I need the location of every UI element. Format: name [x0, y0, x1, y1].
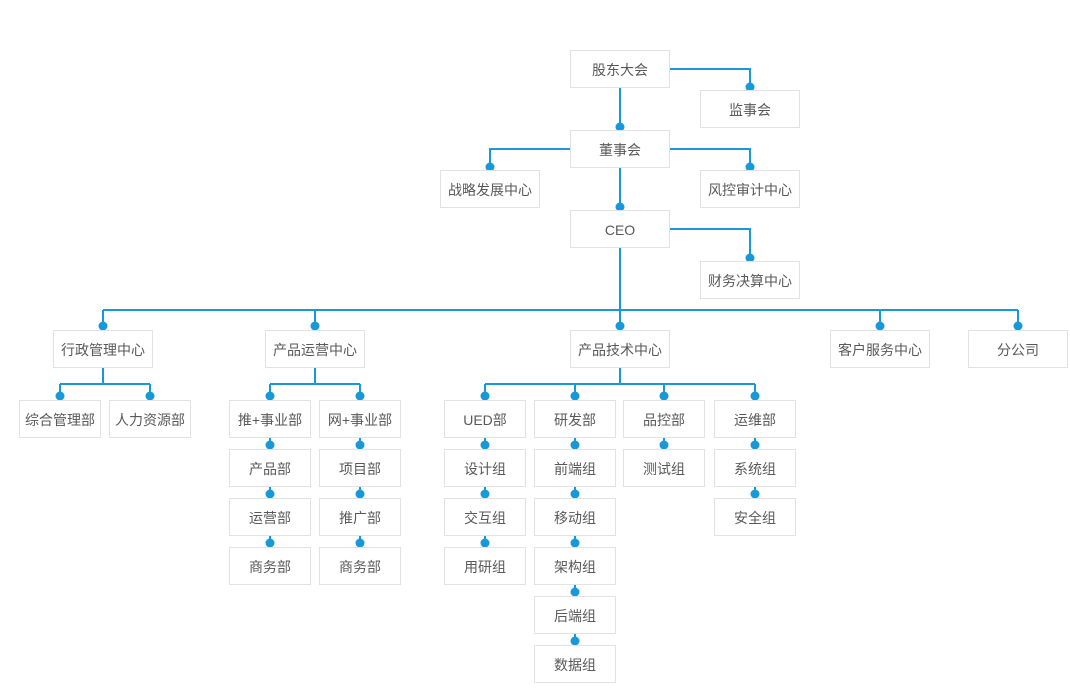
org-node-system-team: 系统组	[714, 449, 796, 487]
org-node-qc-dept: 品控部	[623, 400, 705, 438]
org-node-shareholders-meeting: 股东大会	[570, 50, 670, 88]
org-node-design-team: 设计组	[444, 449, 526, 487]
org-node-board-of-directors: 董事会	[570, 130, 670, 168]
org-node-finance-settlement-center: 财务决算中心	[700, 261, 800, 299]
org-node-hr-dept: 人力资源部	[109, 400, 191, 438]
connector-line	[102, 309, 1019, 330]
org-node-user-research-team: 用研组	[444, 547, 526, 585]
org-node-promotion-dept: 推广部	[319, 498, 401, 536]
org-node-ued-dept: UED部	[444, 400, 526, 438]
org-node-ops-dept: 运维部	[714, 400, 796, 438]
org-node-business-dept-wang: 商务部	[319, 547, 401, 585]
org-node-mobile-team: 移动组	[534, 498, 616, 536]
org-node-project-dept: 项目部	[319, 449, 401, 487]
org-node-supervisory-board: 监事会	[700, 90, 800, 128]
org-node-tui-business-dept: 推+事业部	[229, 400, 311, 438]
org-node-interaction-team: 交互组	[444, 498, 526, 536]
org-node-customer-service-center: 客户服务中心	[830, 330, 930, 368]
org-node-admin-management-center: 行政管理中心	[53, 330, 153, 368]
org-node-architecture-team: 架构组	[534, 547, 616, 585]
org-node-product-dept: 产品部	[229, 449, 311, 487]
org-node-ceo: CEO	[570, 210, 670, 248]
org-node-testing-team: 测试组	[623, 449, 705, 487]
org-node-product-operation-center: 产品运营中心	[265, 330, 365, 368]
org-node-strategy-development-center: 战略发展中心	[440, 170, 540, 208]
org-node-backend-team: 后端组	[534, 596, 616, 634]
org-node-branch-company: 分公司	[968, 330, 1068, 368]
org-node-wang-business-dept: 网+事业部	[319, 400, 401, 438]
org-node-product-technology-center: 产品技术中心	[570, 330, 670, 368]
connector-line	[59, 368, 756, 400]
org-node-operation-dept: 运营部	[229, 498, 311, 536]
org-node-security-team: 安全组	[714, 498, 796, 536]
org-node-data-team: 数据组	[534, 645, 616, 683]
org-node-business-dept-tui: 商务部	[229, 547, 311, 585]
org-node-rd-dept: 研发部	[534, 400, 616, 438]
org-node-frontend-team: 前端组	[534, 449, 616, 487]
org-node-risk-audit-center: 风控审计中心	[700, 170, 800, 208]
org-node-general-management-dept: 综合管理部	[19, 400, 101, 438]
